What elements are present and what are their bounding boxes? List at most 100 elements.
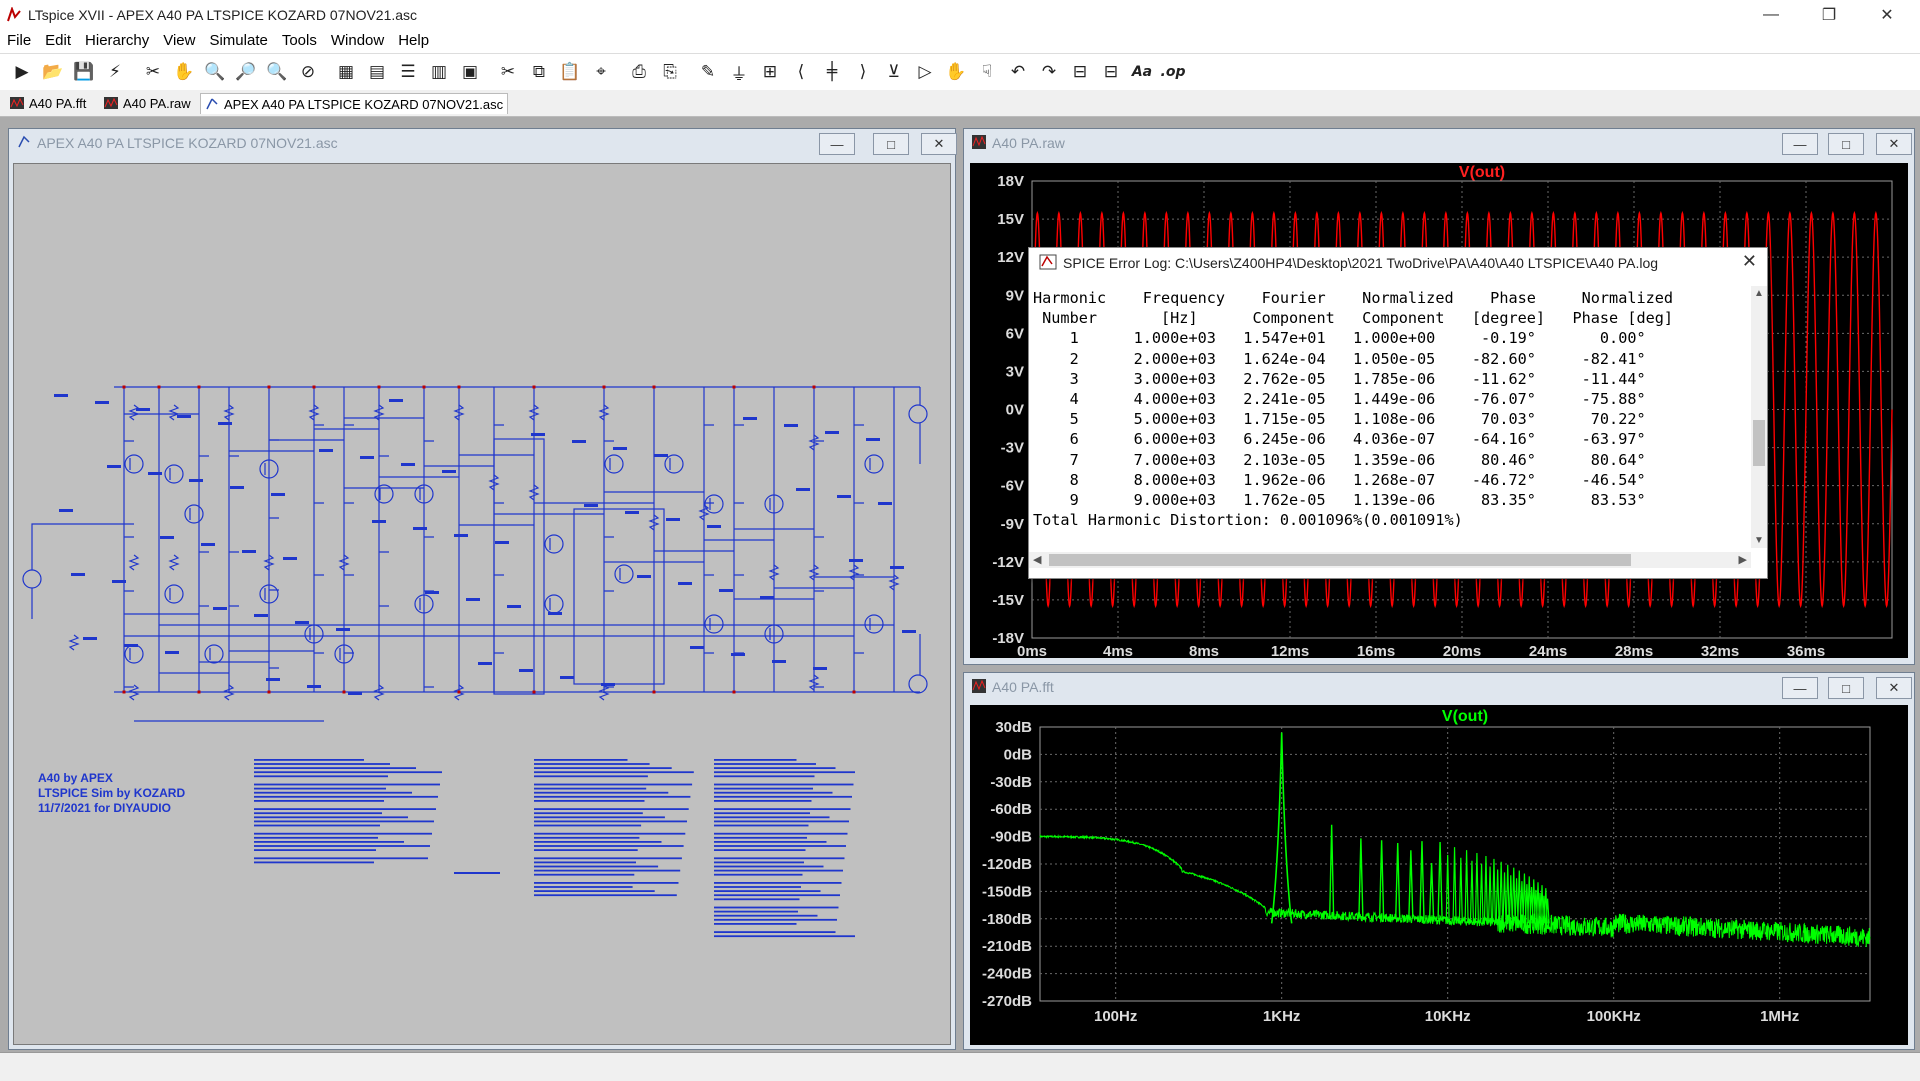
tile-vertical-icon[interactable]: ▥ (430, 62, 448, 82)
find-icon[interactable]: ⌖ (596, 62, 606, 82)
cascade-icon[interactable]: ▣ (461, 62, 479, 82)
paste-icon[interactable]: 📋 (559, 62, 581, 82)
drag-icon[interactable]: ☟ (981, 62, 993, 82)
scrollbar-thumb[interactable] (1049, 554, 1631, 566)
status-bar (0, 1052, 1920, 1081)
menu-hierarchy[interactable]: Hierarchy (85, 32, 150, 49)
move-icon[interactable]: ✋ (945, 62, 967, 82)
capacitor-icon[interactable]: ╪ (826, 62, 838, 82)
menu-help[interactable]: Help (398, 32, 430, 49)
ground-icon[interactable]: ⏚ (730, 64, 748, 85)
tab-fft[interactable]: A40 PA.fft (6, 93, 90, 113)
spice-directive-line (534, 771, 694, 774)
junction-dot (197, 690, 201, 694)
close-icon[interactable]: ✕ (1741, 251, 1757, 271)
mirror-icon[interactable]: ⊟ (1103, 62, 1119, 82)
maximize-window-button[interactable]: □ (1828, 677, 1864, 699)
maximize-window-button[interactable]: □ (873, 133, 909, 155)
horizontal-scrollbar[interactable]: ◀ ▶ (1029, 552, 1751, 568)
junction-dot (812, 385, 816, 389)
cut-icon[interactable]: ✂ (500, 62, 516, 82)
plot-settings-icon[interactable]: ▤ (368, 62, 386, 82)
maximize-window-button[interactable]: □ (1828, 133, 1864, 155)
menu-window[interactable]: Window (330, 32, 385, 49)
y-tick-label: 15V (997, 211, 1024, 228)
halt-icon[interactable]: ⚡ (109, 62, 121, 82)
tab-raw[interactable]: A40 PA.raw (100, 93, 195, 113)
wire-icon[interactable]: ✎ (700, 62, 716, 82)
pan-icon[interactable]: ✋ (173, 62, 195, 82)
spice-directive-icon[interactable]: .op (1160, 64, 1186, 80)
chevron-left-icon[interactable]: ◀ (1033, 554, 1042, 566)
menu-file[interactable]: File (7, 32, 32, 49)
rotate-icon[interactable]: ⊟ (1072, 62, 1088, 82)
spice-directive-line (254, 861, 374, 864)
cancel-zoom-icon[interactable]: ⊘ (300, 62, 316, 82)
component-label (531, 433, 545, 436)
label-icon[interactable]: ⊞ (762, 62, 778, 82)
undo-icon[interactable]: ↶ (1010, 62, 1026, 82)
close-button[interactable]: ✕ (1880, 7, 1894, 24)
autorange-icon[interactable]: ▦ (337, 62, 355, 82)
log-row: 5 5.000e+03 1.715e-05 1.108e-06 70.03° 7… (1033, 410, 1646, 429)
menu-tools[interactable]: Tools (281, 32, 317, 49)
open-icon[interactable]: 📂 (42, 62, 64, 82)
run-icon[interactable]: ▶ (15, 62, 29, 82)
chevron-up-icon[interactable]: ▲ (1754, 288, 1764, 299)
minimize-window-button[interactable]: — (819, 133, 855, 155)
spice-directive-line (254, 787, 386, 790)
component-label (813, 667, 827, 670)
diode-icon[interactable]: ⊻ (887, 62, 901, 82)
zoom-out-icon[interactable]: 🔎 (235, 62, 257, 82)
close-window-button[interactable]: ✕ (921, 133, 957, 155)
resistor-icon[interactable]: ⟨ (797, 62, 805, 82)
component-label (837, 495, 851, 498)
print-icon[interactable]: ⎙ (632, 62, 646, 82)
save-icon[interactable]: 💾 (73, 62, 95, 82)
close-window-button[interactable]: ✕ (1876, 133, 1912, 155)
scrollbar-thumb[interactable] (1753, 420, 1765, 466)
log-row: 1 1.000e+03 1.547e+01 1.000e+00 -0.19° 0… (1033, 329, 1646, 348)
zoom-fit-icon[interactable]: 🔍 (266, 62, 288, 82)
print-setup-icon[interactable]: ⎘ (663, 62, 677, 82)
schematic-icon (18, 135, 30, 148)
tab-schematic[interactable]: APEX A40 PA LTSPICE KOZARD 07NOV21.asc (200, 93, 509, 114)
copy-icon[interactable]: ⧉ (532, 62, 546, 82)
schematic-canvas[interactable]: A40 by APEX LTSPICE Sim by KOZARD 11/7/2… (13, 163, 951, 1045)
close-window-button[interactable]: ✕ (1876, 677, 1912, 699)
junction-dot (732, 385, 736, 389)
spice-directive-line (714, 910, 798, 913)
inductor-icon[interactable]: ⟩ (859, 62, 867, 82)
component-label (83, 637, 97, 640)
tile-horizontal-icon[interactable]: ☰ (400, 62, 416, 82)
raw-window-titlebar[interactable]: A40 PA.raw — □ ✕ (964, 129, 1914, 155)
schematic-window: APEX A40 PA LTSPICE KOZARD 07NOV21.asc —… (8, 128, 957, 1050)
minimize-window-button[interactable]: — (1782, 133, 1818, 155)
error-log-title: SPICE Error Log: C:\Users\Z400HP4\Deskto… (1063, 255, 1659, 271)
vertical-scrollbar[interactable]: ▲ ▼ (1751, 286, 1767, 548)
zoom-in-icon[interactable]: 🔍 (204, 62, 226, 82)
text-icon[interactable]: Aa (1131, 64, 1153, 80)
minimize-window-button[interactable]: — (1782, 677, 1818, 699)
minimize-button[interactable]: — (1763, 6, 1779, 23)
menu-simulate[interactable]: Simulate (209, 32, 268, 49)
component-icon[interactable]: ▷ (918, 62, 932, 82)
chevron-right-icon[interactable]: ▶ (1738, 554, 1747, 566)
resistor-symbol (128, 554, 140, 571)
schematic-window-titlebar[interactable]: APEX A40 PA LTSPICE KOZARD 07NOV21.asc —… (9, 129, 957, 155)
spice-directive-line (714, 931, 836, 933)
chevron-down-icon[interactable]: ▼ (1754, 535, 1764, 546)
menu-view[interactable]: View (163, 32, 196, 49)
junction-dot (602, 385, 606, 389)
restore-button[interactable]: ❐ (1821, 7, 1837, 24)
component-label (902, 630, 916, 633)
spice-directive-line (534, 763, 650, 765)
menu-edit[interactable]: Edit (45, 32, 72, 49)
redo-icon[interactable]: ↷ (1041, 62, 1057, 82)
fourier-analysis-text[interactable]: Harmonic Frequency Fourier Normalized Ph… (1033, 288, 1733, 530)
fft-window-titlebar[interactable]: A40 PA.fft — □ ✕ (964, 673, 1914, 699)
schematic-branch (343, 387, 354, 692)
component-label (560, 676, 574, 679)
cut-probe-icon[interactable]: ✂ (145, 62, 161, 82)
